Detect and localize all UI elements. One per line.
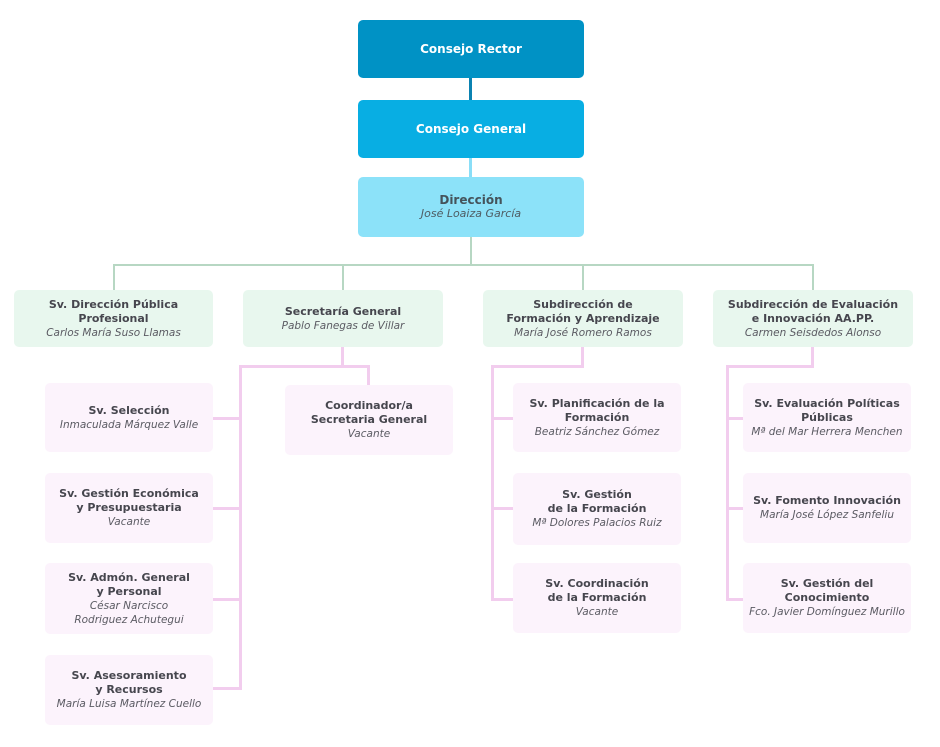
node-consejo-general[interactable]: Consejo General: [358, 100, 584, 158]
node-direccion[interactable]: Dirección José Loaiza García: [358, 177, 584, 237]
connector-stub-gestion-formacion: [491, 507, 513, 510]
connector-stub-asesoramiento: [213, 687, 242, 690]
node-sv-coordinacion-formacion[interactable]: Sv. Coordinación de la Formación Vacante: [513, 563, 681, 633]
node-sv-gestion-economica[interactable]: Sv. Gestión Económica y Presupuestaria V…: [45, 473, 213, 543]
connector-stub-fomento-innovacion: [726, 507, 743, 510]
node-title: Sv. Evaluación Políticas Públicas: [754, 396, 900, 424]
node-title: Sv. Gestión del Conocimiento: [780, 577, 874, 604]
node-title: Subdirección de Formación y Aprendizaje: [506, 297, 660, 325]
node-sv-gestion-conocimiento[interactable]: Sv. Gestión del Conocimiento Fco. Javier…: [743, 563, 911, 633]
node-person-name: Vacante: [347, 428, 391, 440]
connector-stub-gestion-economica: [213, 507, 242, 510]
node-consejo-rector[interactable]: Consejo Rector: [358, 20, 584, 78]
node-title: Sv. Planificación de la Formación: [529, 396, 665, 424]
node-title: Consejo General: [415, 121, 527, 136]
node-title: Subdirección de Evaluación e Innovación …: [727, 297, 899, 325]
connector-stub-planificacion: [491, 417, 513, 420]
node-person-name: María Luisa Martínez Cuello: [56, 698, 202, 710]
connector-secretaria-rail-v: [239, 365, 242, 690]
node-title: Dirección: [439, 193, 503, 207]
node-title: Coordinador/a Secretaria General: [310, 399, 428, 426]
node-person-name: Carlos María Suso Llamas: [46, 326, 181, 339]
node-person-name: Inmaculada Márquez Valle: [59, 418, 199, 431]
connector-evaluacion-rail-h: [726, 365, 814, 368]
node-title: Sv. Selección: [88, 403, 170, 417]
connector-secretaria-drop: [341, 347, 344, 365]
node-secretaria-general[interactable]: Secretaría General Pablo Fanegas de Vill…: [243, 290, 443, 347]
node-person-name: Vacante: [575, 606, 619, 618]
node-person-name: Mª del Mar Herrera Menchen: [751, 425, 903, 438]
connector-formacion-rail-h: [491, 365, 584, 368]
connector-branches-rail: [113, 264, 814, 266]
connector-branch1-drop: [113, 264, 115, 290]
node-sv-direccion-publica[interactable]: Sv. Dirección Pública Profesional Carlos…: [14, 290, 213, 347]
connector-rector-general: [469, 78, 472, 100]
node-person-name: César Narcisco Rodriguez Achutegui: [74, 599, 184, 626]
node-title: Sv. Fomento Innovación: [753, 494, 901, 507]
connector-stub-evaluacion-politicas: [726, 417, 743, 420]
connector-stub-admon: [213, 598, 242, 601]
node-person-name: Vacante: [107, 516, 151, 528]
connector-branch4-drop: [812, 264, 814, 290]
node-coordinador-secretaria[interactable]: Coordinador/a Secretaria General Vacante: [285, 385, 453, 455]
node-sv-evaluacion-politicas[interactable]: Sv. Evaluación Políticas Públicas Mª del…: [743, 383, 911, 452]
node-sv-gestion-formacion[interactable]: Sv. Gestión de la Formación Mª Dolores P…: [513, 473, 681, 545]
node-title: Secretaría General: [284, 304, 402, 318]
connector-general-direccion: [469, 158, 472, 177]
node-sv-admon-general[interactable]: Sv. Admón. General y Personal César Narc…: [45, 563, 213, 634]
node-person-name: María José López Sanfeliu: [760, 509, 894, 521]
node-sv-seleccion[interactable]: Sv. Selección Inmaculada Márquez Valle: [45, 383, 213, 452]
connector-evaluacion-drop: [811, 347, 814, 365]
connector-secretaria-rail-h: [239, 365, 370, 368]
node-person-name: Carmen Seisdedos Alonso: [744, 326, 882, 339]
connector-coordinador-drop: [367, 365, 370, 385]
connector-formacion-drop: [581, 347, 584, 365]
node-subdireccion-evaluacion[interactable]: Subdirección de Evaluación e Innovación …: [713, 290, 913, 347]
node-title: Sv. Asesoramiento y Recursos: [71, 669, 187, 696]
connector-branch2-drop: [342, 264, 344, 290]
node-title: Sv. Gestión Económica y Presupuestaria: [59, 487, 199, 514]
connector-formacion-rail-v: [491, 365, 494, 601]
connector-branch3-drop: [582, 264, 584, 290]
node-title: Sv. Gestión de la Formación: [547, 488, 647, 515]
node-person-name: Pablo Fanegas de Villar: [281, 319, 405, 332]
connector-evaluacion-rail-v: [726, 365, 729, 601]
connector-stub-gestion-conocimiento: [726, 598, 743, 601]
node-title: Sv. Coordinación de la Formación: [545, 577, 649, 604]
node-person-name: José Loaiza García: [420, 207, 522, 220]
node-title: Consejo Rector: [420, 41, 522, 56]
node-person-name: Fco. Javier Domínguez Murillo: [749, 606, 905, 618]
node-person-name: Mª Dolores Palacios Ruiz: [532, 517, 662, 529]
node-title: Sv. Dirección Pública Profesional: [48, 297, 179, 325]
node-title: Sv. Admón. General y Personal: [68, 570, 190, 598]
node-person-name: María José Romero Ramos: [514, 326, 652, 339]
connector-stub-seleccion: [213, 417, 242, 420]
connector-direccion-drop: [470, 237, 472, 265]
node-sv-asesoramiento[interactable]: Sv. Asesoramiento y Recursos María Luisa…: [45, 655, 213, 725]
node-subdireccion-formacion[interactable]: Subdirección de Formación y Aprendizaje …: [483, 290, 683, 347]
node-sv-fomento-innovacion[interactable]: Sv. Fomento Innovación María José López …: [743, 473, 911, 543]
connector-stub-coordinacion-formacion: [491, 598, 513, 601]
node-sv-planificacion-formacion[interactable]: Sv. Planificación de la Formación Beatri…: [513, 383, 681, 452]
node-person-name: Beatriz Sánchez Gómez: [534, 425, 660, 438]
